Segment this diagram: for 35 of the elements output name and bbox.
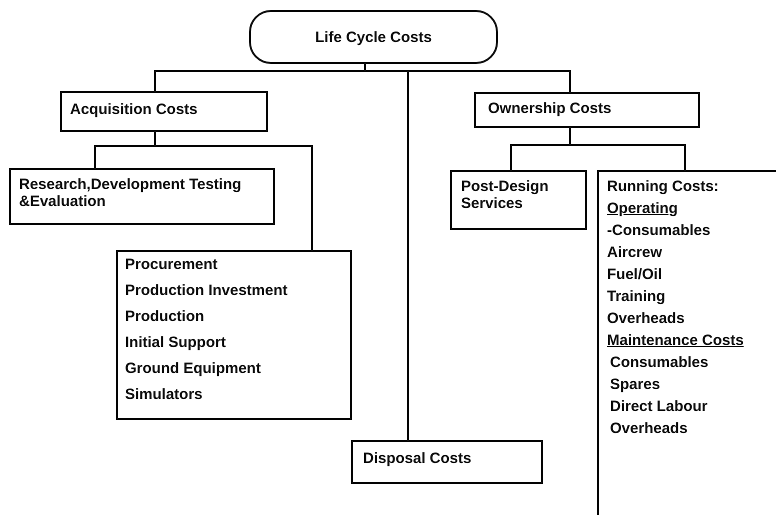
connector-line	[569, 128, 686, 170]
cost-label: Post-Design Services	[461, 178, 550, 212]
cost-label: Overheads	[607, 310, 685, 327]
connector-line	[364, 64, 409, 440]
cost-label: Life Cycle Costs	[315, 28, 432, 46]
cost-label: Production Investment	[125, 282, 288, 299]
cost-label: Ownership Costs	[488, 100, 612, 117]
cost-label: Aircrew	[607, 244, 662, 261]
cost-label: Fuel/Oil	[607, 266, 662, 283]
cost-label: Disposal Costs	[363, 450, 472, 467]
cost-label: Consumables	[609, 354, 708, 371]
cost-label: Ground Equipment	[125, 360, 261, 377]
cost-label: Initial Support	[125, 334, 226, 351]
cost-label: Overheads	[609, 420, 688, 437]
cost-label: Spares	[609, 376, 660, 393]
cost-label: Simulators	[125, 386, 203, 403]
category-box	[60, 91, 268, 132]
cost-label: Research,Development Testing &Evaluation	[19, 176, 242, 210]
connector-line	[154, 132, 313, 250]
cost-label: Procurement	[125, 256, 218, 273]
cost-box	[9, 168, 275, 225]
cost-box	[450, 170, 587, 230]
cost-label: Production	[125, 308, 204, 325]
cost-label: Acquisition Costs	[70, 101, 198, 118]
cost-list-box	[597, 170, 776, 515]
cost-label: Direct Labour	[609, 398, 708, 415]
root-box	[249, 10, 498, 64]
category-box	[351, 440, 543, 484]
cost-label: Training	[607, 288, 666, 305]
cost-label: -Consumables	[607, 222, 710, 239]
section-heading: Maintenance Costs	[607, 332, 744, 349]
cost-label: Running Costs:	[607, 178, 719, 195]
section-heading: Operating	[607, 200, 678, 217]
category-box	[474, 92, 700, 128]
cost-list-box	[116, 250, 352, 420]
